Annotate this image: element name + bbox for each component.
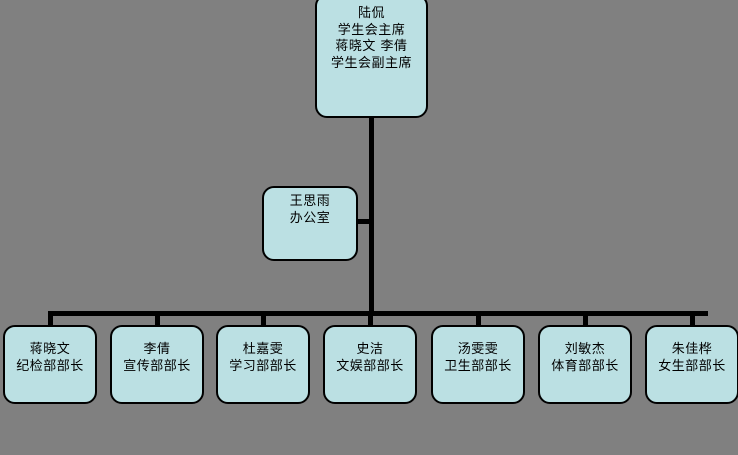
office-title: 办公室	[289, 210, 331, 226]
connector-drop-dept-2	[261, 311, 266, 327]
node-department-4[interactable]: 汤雯雯 卫生部部长	[431, 325, 525, 404]
department-person-name: 杜嘉雯	[242, 342, 284, 357]
department-title: 体育部部长	[551, 358, 619, 374]
connector-trunk-vertical	[369, 113, 374, 316]
department-title: 文娱部部长	[336, 358, 404, 374]
node-department-0[interactable]: 蒋晓文 纪检部部长	[3, 325, 97, 404]
department-person-name: 李倩	[143, 342, 171, 357]
node-department-3[interactable]: 史洁 文娱部部长	[323, 325, 417, 404]
node-office[interactable]: 王思雨 办公室	[262, 186, 358, 261]
department-person-name: 朱佳桦	[671, 342, 713, 357]
department-title: 女生部部长	[658, 358, 726, 374]
department-person-name: 汤雯雯	[457, 342, 499, 357]
connector-drop-dept-6	[690, 311, 695, 327]
node-student-union-chair[interactable]: 陆侃 学生会主席 蒋晓文 李倩 学生会副主席	[315, 0, 428, 118]
vice-chair-names: 蒋晓文 李倩	[335, 39, 408, 55]
department-title: 宣传部部长	[123, 358, 191, 374]
node-department-1[interactable]: 李倩 宣传部部长	[110, 325, 204, 404]
department-person-name: 史洁	[356, 342, 384, 357]
connector-office-stub	[355, 219, 371, 224]
node-department-5[interactable]: 刘敏杰 体育部部长	[538, 325, 632, 404]
office-name: 王思雨	[289, 194, 331, 209]
chair-name: 陆侃	[357, 6, 385, 21]
chair-title: 学生会主席	[337, 22, 406, 38]
connector-drop-dept-1	[155, 311, 160, 327]
vice-chair-title: 学生会副主席	[330, 55, 412, 71]
connector-department-bus	[48, 311, 708, 316]
connector-drop-dept-5	[583, 311, 588, 327]
department-title: 学习部部长	[229, 358, 297, 374]
department-title: 纪检部部长	[16, 358, 84, 374]
node-department-6[interactable]: 朱佳桦 女生部部长	[645, 325, 738, 404]
connector-drop-dept-3	[368, 311, 373, 327]
department-title: 卫生部部长	[444, 358, 512, 374]
connector-drop-dept-0	[48, 311, 53, 327]
node-department-2[interactable]: 杜嘉雯 学习部部长	[216, 325, 310, 404]
department-person-name: 蒋晓文	[29, 342, 71, 357]
connector-drop-dept-4	[476, 311, 481, 327]
department-person-name: 刘敏杰	[564, 342, 606, 357]
